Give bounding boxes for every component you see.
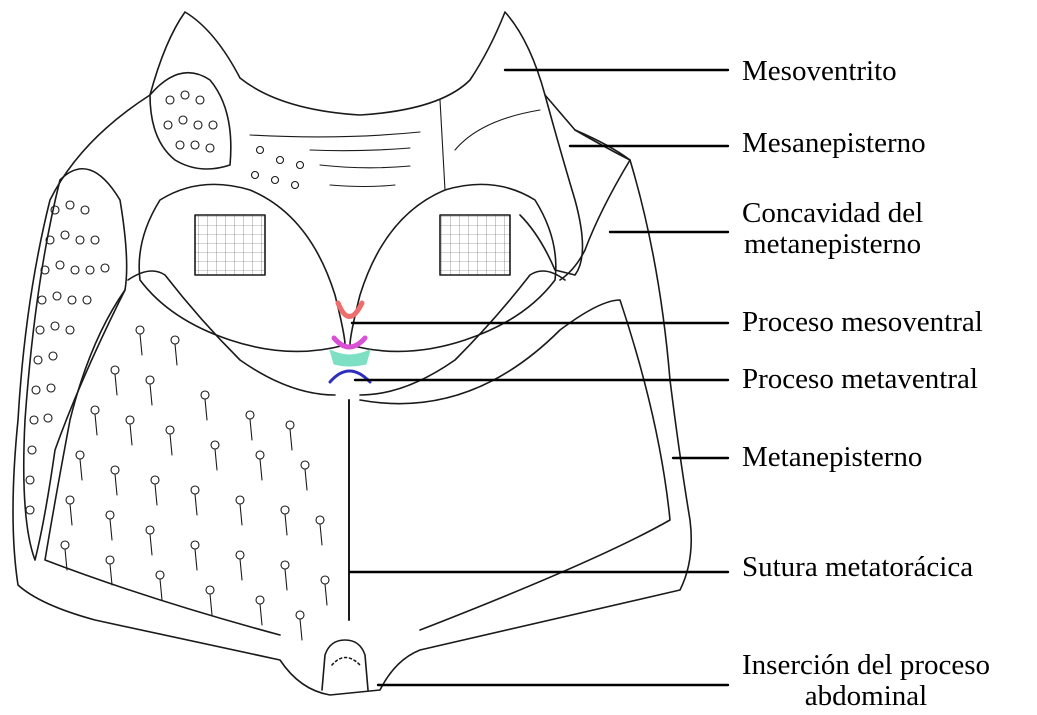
label-proceso-mesoventral: Proceso mesoventral bbox=[742, 307, 983, 338]
label-insercion-proceso-abdominal: Inserción del proceso abdominal bbox=[742, 650, 990, 712]
right-mesanepisterno bbox=[520, 95, 583, 275]
right-coxal-grid bbox=[440, 215, 510, 275]
setae-field bbox=[61, 326, 329, 640]
mesoventral-process-tip bbox=[338, 303, 362, 317]
left-coxal-grid bbox=[195, 215, 265, 275]
left-mesanepisterno bbox=[150, 73, 231, 169]
mesanepisterno-punctures bbox=[164, 91, 304, 189]
abdominal-insertion bbox=[322, 640, 368, 690]
label-sutura-metatoracica: Sutura metatorácica bbox=[742, 552, 973, 583]
label-concavidad-metanepisterno: Concavidad del metanepisterno bbox=[742, 198, 923, 260]
metaventrite-right-plate bbox=[360, 300, 670, 630]
mesoventrito-striae bbox=[250, 100, 540, 190]
left-lateral-punctures bbox=[26, 201, 109, 514]
body-outline bbox=[13, 12, 691, 695]
left-articulation bbox=[128, 271, 335, 395]
label-metanepisterno: Metanepisterno bbox=[742, 442, 922, 473]
label-mesoventrito: Mesoventrito bbox=[742, 56, 897, 87]
label-proceso-metaventral: Proceso metaventral bbox=[742, 364, 978, 395]
right-articulation bbox=[360, 271, 565, 395]
abdominal-insertion-dots bbox=[332, 658, 360, 666]
metanepisterno-concavity bbox=[560, 130, 630, 280]
label-mesanepisterno: Mesanepisterno bbox=[742, 128, 926, 159]
metaventral-process-mint bbox=[330, 350, 370, 366]
